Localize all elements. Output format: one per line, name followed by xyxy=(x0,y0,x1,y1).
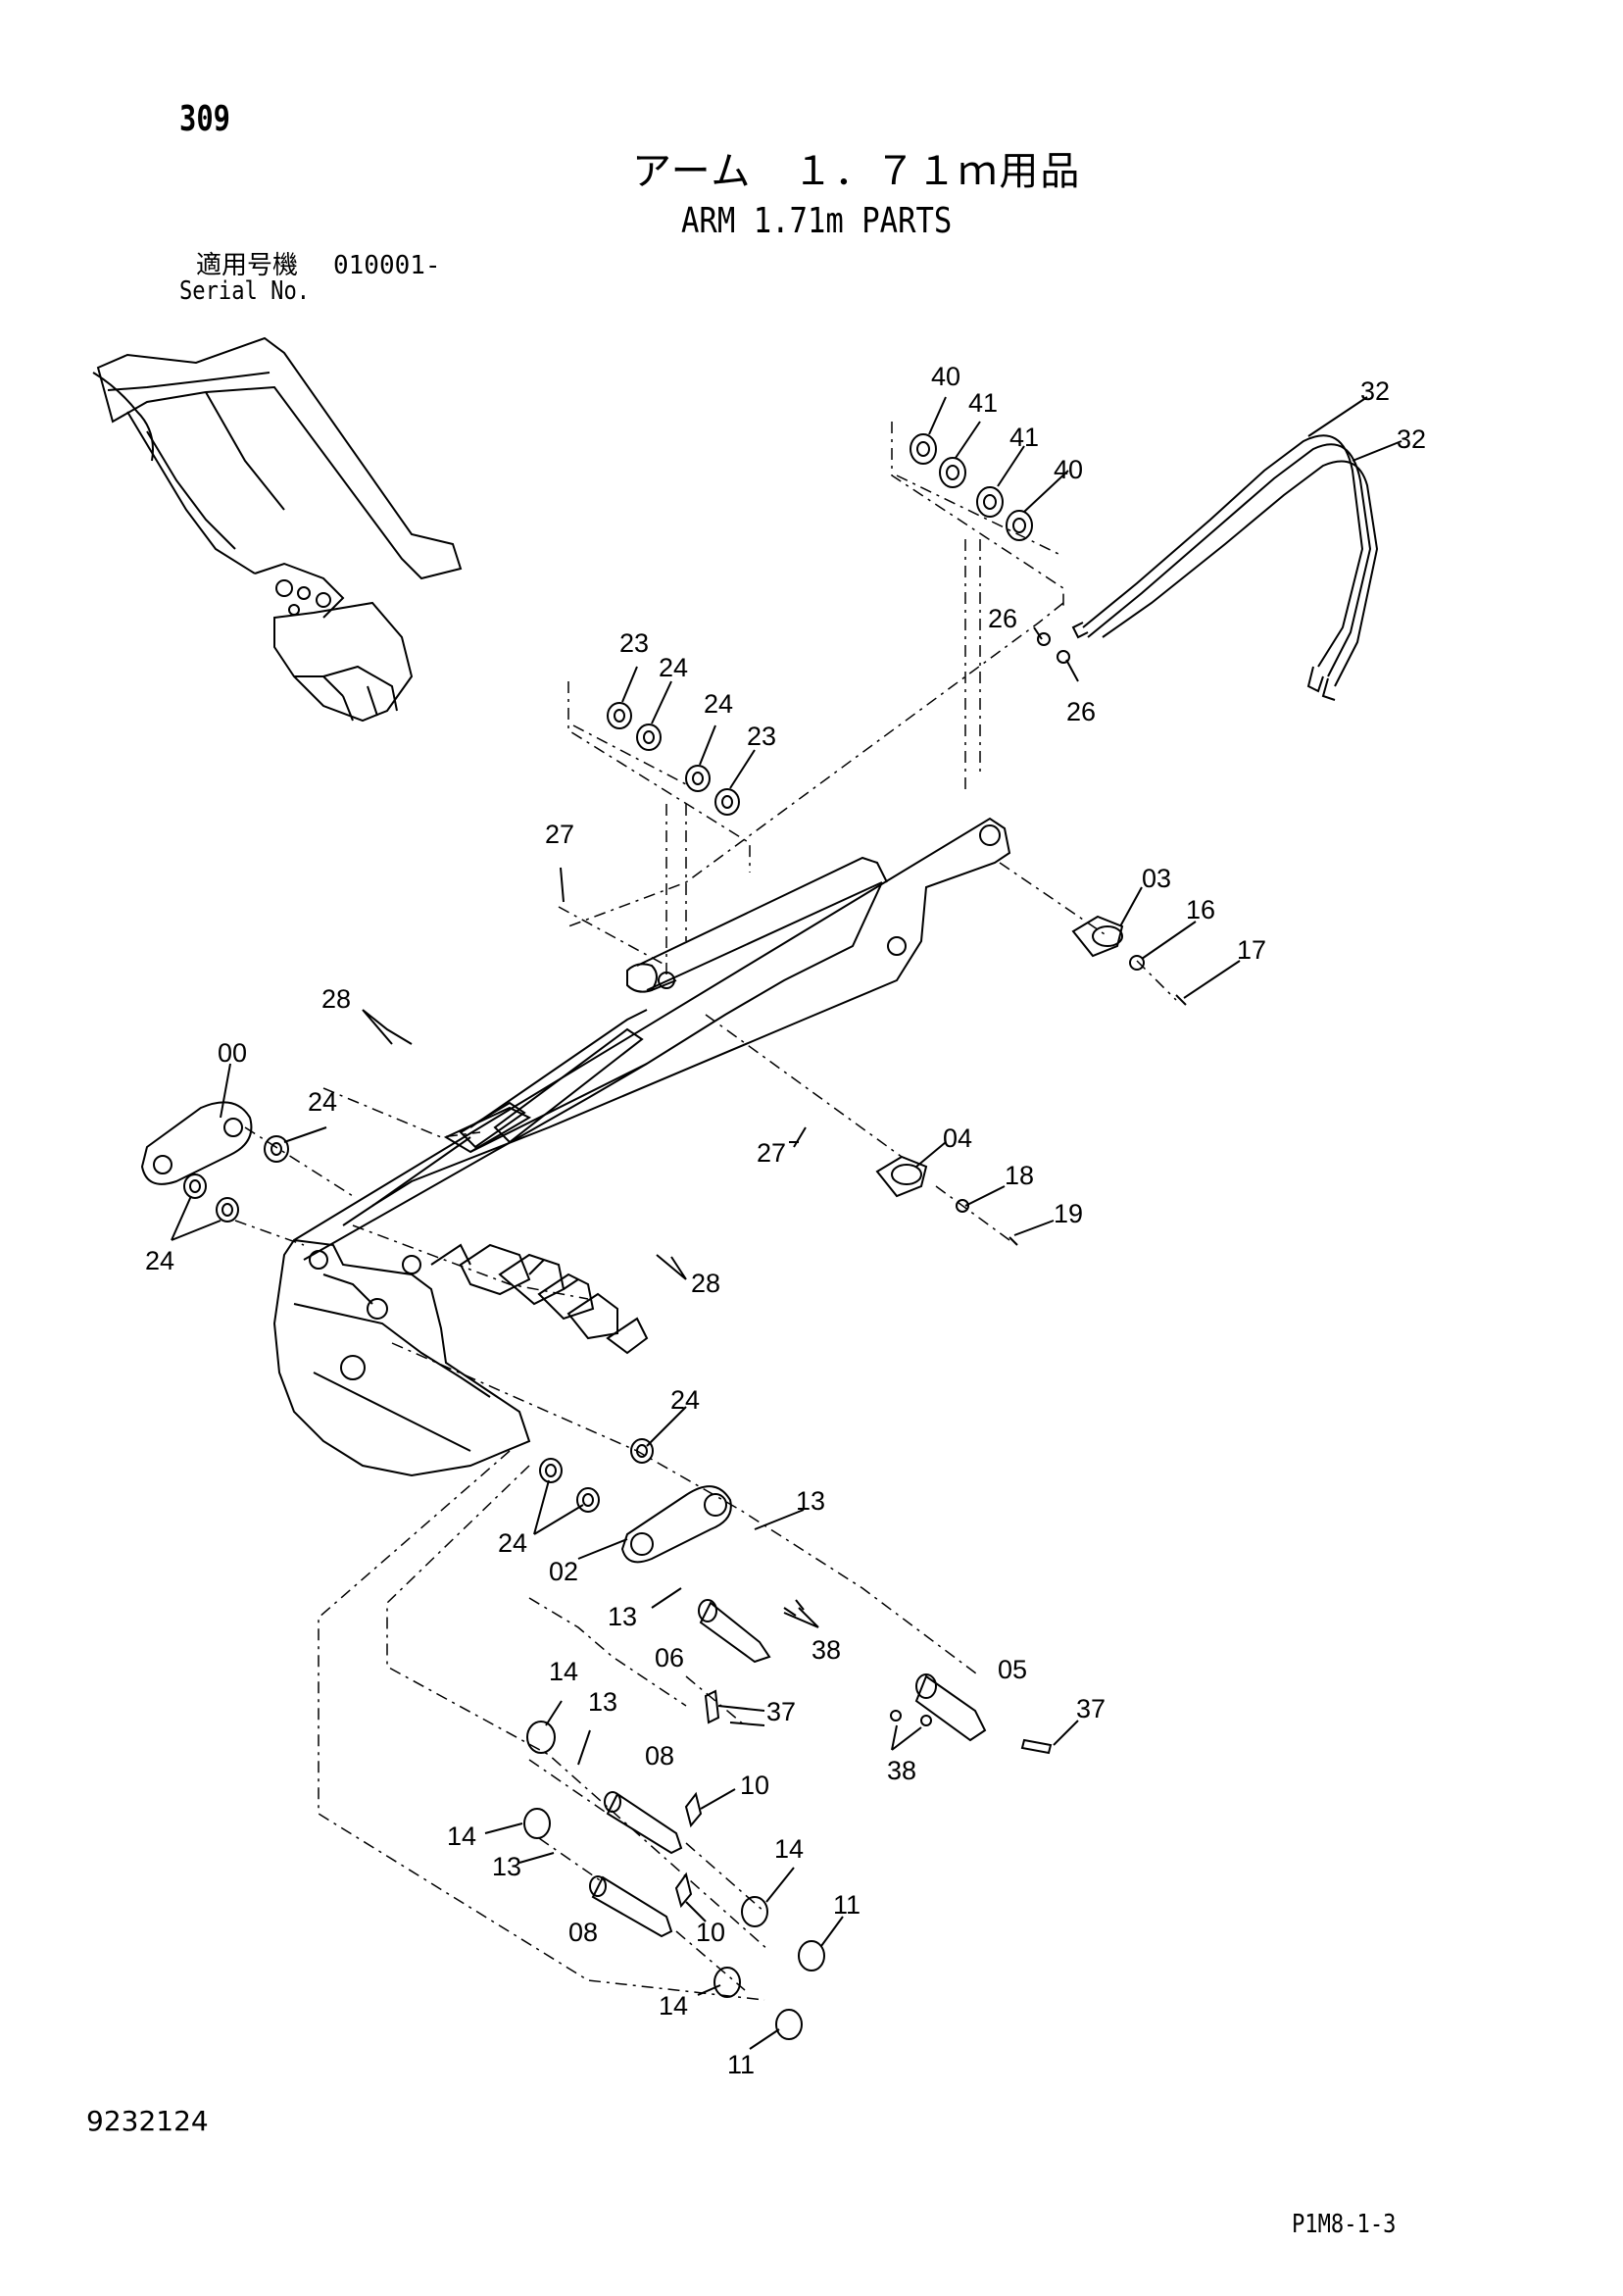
arm-body xyxy=(293,817,1011,1261)
callout-00: 00 xyxy=(218,1038,247,1068)
link-02 xyxy=(620,1485,732,1564)
callout-19: 19 xyxy=(1054,1199,1083,1228)
dashed-leaders xyxy=(234,422,1177,2001)
pin-08-lower xyxy=(589,1875,673,1938)
callout-41: 41 xyxy=(968,388,998,418)
callout-28: 28 xyxy=(321,984,351,1014)
callout-14: 14 xyxy=(659,1991,688,2021)
callout-08: 08 xyxy=(568,1918,598,1947)
callout-05: 05 xyxy=(998,1655,1027,1684)
serial-number-value: 010001- xyxy=(333,251,441,280)
fasteners xyxy=(783,632,1187,1726)
label-leaders xyxy=(171,396,1402,2050)
hoses-32 xyxy=(1071,434,1379,701)
callout-13: 13 xyxy=(608,1602,637,1631)
callout-32: 32 xyxy=(1360,376,1390,406)
link-00 xyxy=(140,1101,253,1185)
callout-23: 23 xyxy=(619,628,649,658)
spring-pin-10-upper xyxy=(684,1791,703,1828)
callout-04: 04 xyxy=(943,1123,972,1153)
callout-14: 14 xyxy=(447,1822,476,1851)
callout-23: 23 xyxy=(747,722,776,751)
callout-11: 11 xyxy=(833,1890,861,1920)
page-number: 309 xyxy=(179,99,231,139)
callout-10: 10 xyxy=(696,1918,725,1947)
callout-26: 26 xyxy=(988,604,1017,633)
spring-pin-10-lower xyxy=(674,1872,693,1909)
callout-27: 27 xyxy=(757,1138,786,1168)
callout-24: 24 xyxy=(704,689,733,719)
callout-16: 16 xyxy=(1186,895,1215,924)
callout-38: 38 xyxy=(887,1756,916,1785)
bolt-37-a xyxy=(704,1689,720,1724)
callout-13: 13 xyxy=(588,1687,617,1717)
washers-23-24 xyxy=(607,702,740,816)
callout-24: 24 xyxy=(145,1246,174,1275)
bucket xyxy=(272,1238,649,1477)
callout-27: 27 xyxy=(545,820,574,849)
callout-24: 24 xyxy=(659,653,688,682)
callout-13: 13 xyxy=(492,1852,521,1881)
callout-13: 13 xyxy=(796,1486,825,1516)
page-title-japanese: アーム １．７１ｍ用品 xyxy=(632,149,1082,194)
callout-37: 37 xyxy=(766,1697,796,1726)
rings-14-11 xyxy=(523,1721,825,2040)
washers-40-41 xyxy=(910,433,1033,541)
callout-18: 18 xyxy=(1005,1161,1034,1190)
callout-24: 24 xyxy=(308,1087,337,1117)
callout-32: 32 xyxy=(1397,424,1426,454)
callout-14: 14 xyxy=(774,1834,804,1864)
callout-02: 02 xyxy=(549,1557,578,1586)
callout-41: 41 xyxy=(1009,423,1039,452)
document-number: 9232124 xyxy=(86,2105,209,2137)
serial-label: Serial No. xyxy=(179,276,311,306)
callout-38: 38 xyxy=(812,1635,841,1665)
pin-06 xyxy=(698,1599,771,1664)
callout-08: 08 xyxy=(645,1741,674,1771)
pin-08-upper xyxy=(604,1791,683,1855)
callout-37: 37 xyxy=(1076,1694,1106,1723)
callout-40: 40 xyxy=(1054,455,1083,484)
callout-26: 26 xyxy=(1066,697,1096,726)
callout-17: 17 xyxy=(1237,935,1266,965)
shims-24 xyxy=(183,1135,654,1513)
page-code: P1M8-1-3 xyxy=(1292,2210,1397,2239)
pin-05 xyxy=(914,1673,987,1742)
callout-06: 06 xyxy=(655,1643,684,1672)
pin-03 xyxy=(1071,915,1124,958)
bucket-cylinder xyxy=(371,1027,644,1207)
bolt-37-b xyxy=(1020,1738,1053,1755)
callout-03: 03 xyxy=(1142,864,1171,893)
page-title: ARM 1.71m PARTS xyxy=(681,201,953,241)
callout-14: 14 xyxy=(549,1657,578,1686)
callout-40: 40 xyxy=(931,362,960,391)
serial-label-japanese: 適用号機 xyxy=(196,251,299,280)
callout-11: 11 xyxy=(727,2050,755,2079)
overview-inset xyxy=(92,336,463,723)
callout-10: 10 xyxy=(740,1771,769,1800)
callout-28: 28 xyxy=(691,1269,720,1298)
callout-24: 24 xyxy=(498,1528,527,1558)
pin-04 xyxy=(875,1155,928,1198)
item-callouts: 40 41 41 40 32 32 26 26 23 24 24 23 27 0… xyxy=(145,362,1426,2079)
callout-24: 24 xyxy=(670,1385,700,1415)
